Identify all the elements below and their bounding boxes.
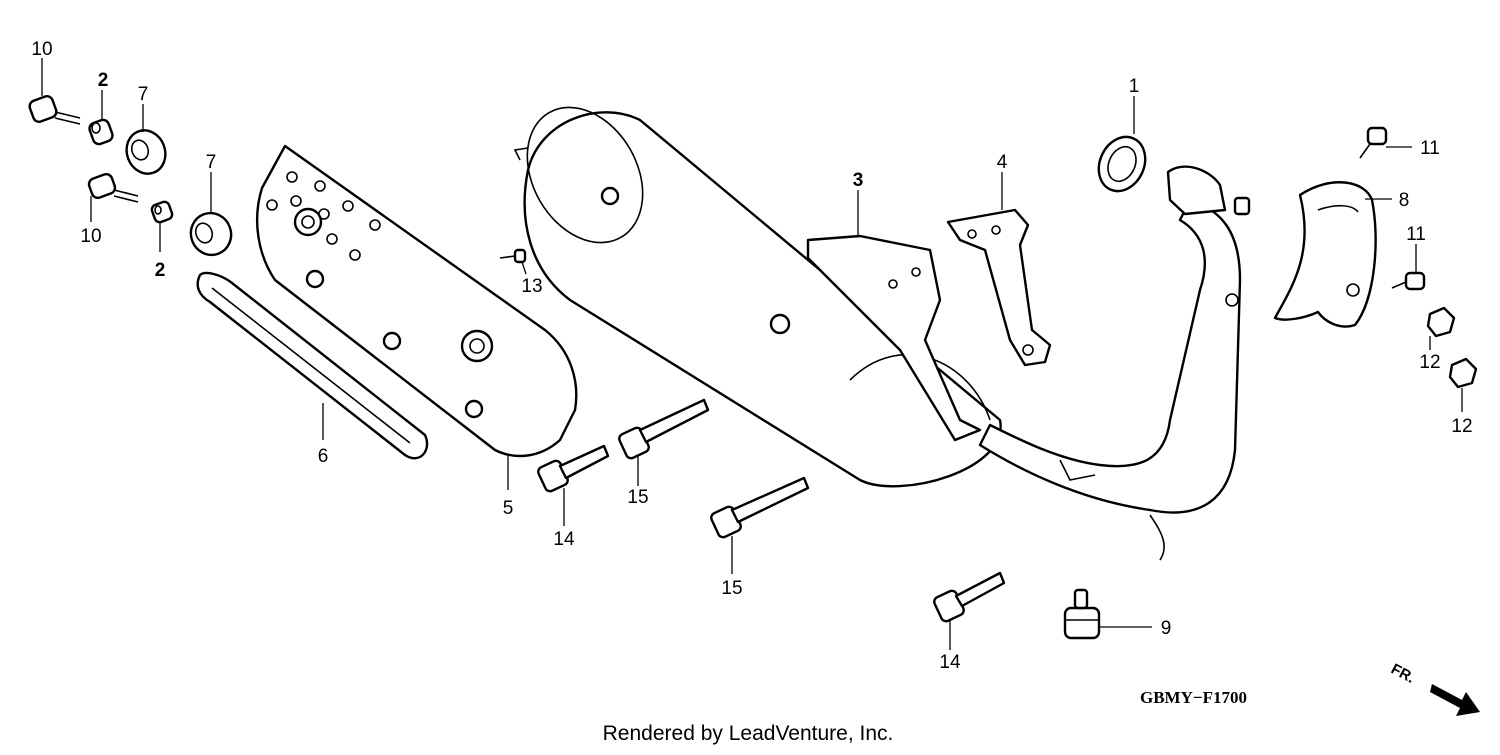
callout-14-left: 14 [553, 529, 575, 550]
callout-2-lower: 2 [155, 260, 166, 281]
bolt-11-lower[interactable] [1391, 271, 1426, 291]
exhaust-stay[interactable] [946, 208, 1052, 367]
callout-13: 13 [521, 276, 542, 297]
callout-11-upper: 11 [1420, 138, 1440, 159]
callout-2-upper: 2 [98, 70, 109, 91]
nut-12-lower[interactable] [1448, 357, 1478, 389]
muffler-protector[interactable] [255, 144, 578, 458]
callout-7-lower: 7 [206, 152, 217, 173]
bolt-10-lower[interactable] [87, 172, 139, 203]
callout-8: 8 [1399, 190, 1410, 211]
rubber-mount-upper[interactable] [121, 125, 172, 179]
credit-text: Rendered by LeadVenture, Inc. [603, 722, 894, 745]
nut-12-upper[interactable] [1426, 306, 1456, 338]
muffler[interactable] [504, 87, 1002, 488]
callout-7-upper: 7 [138, 84, 149, 105]
callout-10-lower: 10 [80, 226, 101, 247]
callout-12-lower: 12 [1451, 416, 1472, 437]
screw-13[interactable] [499, 248, 527, 264]
callout-5: 5 [503, 498, 514, 519]
pipe-protector[interactable] [1273, 181, 1377, 328]
bolt-10-upper[interactable] [28, 95, 81, 125]
muffler-bracket[interactable] [806, 234, 982, 442]
diagram-code: GBMY−F1700 [1140, 688, 1247, 707]
callout-1: 1 [1129, 76, 1140, 97]
arrow-icon [1430, 684, 1480, 716]
callout-14-lower: 14 [939, 652, 961, 673]
direction-label: FR. [1388, 661, 1417, 687]
leader-lines [41, 58, 1463, 650]
bolt-11-upper[interactable] [1359, 126, 1388, 159]
callout-6: 6 [318, 446, 329, 467]
exhaust-gasket[interactable] [1090, 129, 1154, 198]
front-direction-indicator: FR. [1388, 661, 1480, 716]
protector-cover[interactable] [196, 271, 429, 460]
rubber-mount-lower[interactable] [185, 207, 237, 260]
callout-15-upper: 15 [627, 487, 648, 508]
callout-4: 4 [997, 152, 1008, 173]
collar-lower[interactable] [150, 200, 174, 224]
bolt-15-lower[interactable] [710, 476, 810, 539]
bolt-14-lower[interactable] [933, 571, 1006, 623]
exhaust-pipe[interactable] [978, 165, 1251, 561]
callout-10-upper: 10 [31, 39, 52, 60]
bolt-14-left[interactable] [537, 444, 610, 493]
callout-9: 9 [1161, 618, 1172, 639]
collar-upper[interactable] [88, 118, 114, 146]
callout-12-upper: 12 [1419, 352, 1440, 373]
callout-11-lower: 11 [1406, 224, 1426, 245]
bolt-15-upper[interactable] [618, 398, 710, 460]
callout-15-lower: 15 [721, 578, 742, 599]
drain-bolt[interactable] [1063, 588, 1101, 640]
callout-3: 3 [853, 170, 864, 191]
